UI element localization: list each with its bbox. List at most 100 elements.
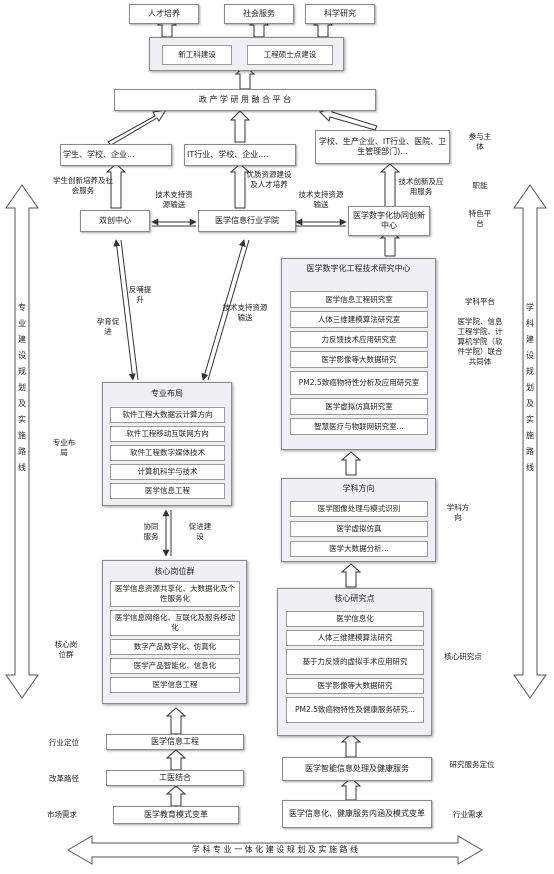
core-research-group: 核心研究点 医学信息化人体三维建模算法研究基于力反馈的虚拟手术应用研究医学影像等… — [277, 588, 432, 736]
major-layout-item-label: 软件工程移动互联网方向 — [126, 429, 209, 438]
discipline-direction-item: 医学虚拟仿真 — [290, 521, 428, 537]
core-research-item: 基于力反馈的虚拟手术应用研究 — [286, 649, 424, 675]
research-center-title: 医学数字化工程技术研究中心 — [306, 264, 411, 273]
label-student-innovation: 学生创新培养及社会服务 — [53, 176, 113, 195]
core-research-item: 人体三维建模算法研究 — [286, 630, 424, 646]
label-tech-support-2: 技术支持资源输送 — [298, 190, 344, 209]
core-post-item: 数字产品数字化、仿真化 — [110, 639, 240, 655]
label-cooperation: 协同服务 — [143, 522, 159, 541]
industry-reform-label: 医学信息化、健康服务内涵及模式变革 — [289, 809, 425, 818]
major-layout-item-label: 软件工程数字媒体技术 — [130, 448, 205, 457]
education-reform-box: 医学教育模式变革 — [113, 806, 239, 824]
discipline-direction-item: 医学图像处理与模式识别 — [290, 501, 428, 517]
label-research-position: 研究服务定位 — [449, 760, 495, 769]
major-layout-item-label: 计算机科学与技术 — [137, 467, 198, 476]
top-arrows — [105, 14, 401, 807]
innovation-center-label: 双创中心 — [99, 216, 131, 225]
health-service-box: 医学智能信息处理及健康服务 — [282, 757, 432, 781]
research-center-item-label: 人体三维建模算法研究室 — [317, 314, 401, 324]
major-layout-item: 软件工程移动互联网方向 — [110, 426, 225, 442]
arrow-dd-down — [340, 563, 362, 588]
label-market-demand: 市场需求 — [47, 810, 77, 819]
core-research-item: 医学信息化 — [286, 611, 424, 627]
core-post-item-label: 医学信息资源共享化、大数据化及个性服务化 — [115, 584, 235, 603]
core-research-item-label: 人体三维建模算法研究 — [317, 633, 393, 642]
social-service-box: 社会服务 — [224, 4, 294, 24]
research-center-item-label: PM2.5致癌物特性分析及应用研究室 — [298, 378, 420, 387]
label-industry-demand: 行业需求 — [453, 810, 483, 819]
research-center-item-label: 力反馈技术应用研究室 — [321, 334, 397, 344]
discipline-direction-item-label: 医学大数据分析... — [329, 544, 389, 553]
digital-center-box: 医学数字化协同创新中心 — [348, 206, 430, 236]
arrow-left-up — [107, 109, 168, 146]
research-center-item: PM2.5致癌物特性分析及应用研究室 — [290, 371, 428, 395]
research-center-item: 医学影像等大数据研究 — [290, 351, 428, 368]
research-center-item-label: 医学虚拟仿真研究室 — [325, 401, 393, 411]
social-label: 社会服务 — [243, 9, 275, 18]
medical-info-eng-label: 医学信息工程 — [151, 737, 199, 746]
research-center-item-label: 医学影像等大数据研究 — [321, 354, 397, 364]
label-joint-community: 医学院、信息工程学院、计算机学院（软件学院）联合共同体 — [457, 317, 503, 366]
label-build: 促进建设 — [188, 522, 212, 541]
label-reform-path: 改革路径 — [49, 774, 79, 783]
participants-mid: IT行业、学校、企业.... — [184, 144, 296, 166]
discipline-direction-item-label: 医学图像处理与模式识别 — [317, 504, 401, 513]
research-center-item: 医学信息工程研究室 — [290, 291, 428, 308]
health-service-label: 医学智能信息处理及健康服务 — [305, 764, 409, 773]
core-post-item: 医学信息工程 — [110, 677, 240, 693]
new-eng-label: 新工科建设 — [178, 50, 216, 59]
industry-college-label: 医学信息行业学院 — [215, 216, 279, 225]
integration-label: 工医结合 — [159, 773, 191, 782]
core-post-item: 医学信息资源共享化、大数据化及个性服务化 — [110, 581, 240, 607]
core-research-item-label: 医学信息化 — [336, 614, 374, 623]
core-research-item-label: PM2.5致癌物特性及健康服务研究... — [294, 705, 416, 714]
research-label: 科学研究 — [324, 9, 356, 18]
research-center-item-label: 医学信息工程研究室 — [325, 294, 393, 304]
major-layout-item-label: 医学信息工程 — [145, 486, 190, 495]
major-layout-item: 计算机科学与技术 — [110, 464, 225, 480]
major-layout-item-label: 软件工程大数据云计算方向 — [122, 410, 213, 419]
master-program-box: 工程硕士点建设 — [247, 45, 333, 65]
label-core-research: 核心研究点 — [444, 652, 482, 661]
research-center-group: 医学数字化工程技术研究中心 医学信息工程研究室人体三维建模算法研究室力反馈技术应… — [281, 258, 436, 450]
participants-left: 学生、学校、企业... — [60, 144, 172, 166]
education-reform-label: 医学教育模式变革 — [144, 810, 208, 819]
platform-box: 政 产 学 研 用 融 合 平 台 — [114, 89, 376, 111]
arrow-mid-to-part — [229, 163, 251, 209]
industry-reform-box: 医学信息化、健康服务内涵及模式变革 — [282, 800, 432, 828]
arrow-right-to-part — [379, 163, 401, 209]
medical-info-eng-box: 医学信息工程 — [106, 734, 244, 750]
major-layout-item: 软件工程数字媒体技术 — [110, 445, 225, 461]
research-center-item: 人体三维建模算法研究室 — [290, 311, 428, 328]
talent-cultivation-box: 人才培养 — [129, 4, 199, 24]
discipline-direction-group: 学科方向 医学图像处理与模式识别医学虚拟仿真医学大数据分析... — [281, 478, 436, 562]
talent-label: 人才培养 — [148, 9, 180, 18]
digital-center-label: 医学数字化协同创新中心 — [353, 211, 425, 230]
participants-mid-label: IT行业、学校、企业.... — [187, 150, 269, 159]
scientific-research-box: 科学研究 — [305, 4, 375, 24]
core-research-item: PM2.5致癌物特性及健康服务研究... — [286, 697, 424, 723]
label-industry-position: 行业定位 — [49, 738, 79, 747]
arrow-mid-up — [229, 110, 251, 143]
core-research-item: 医学影像等大数据研究 — [286, 678, 424, 694]
discipline-direction-item: 医学大数据分析... — [290, 541, 428, 557]
core-post-item-label: 医学信息工程 — [152, 680, 198, 689]
participants-right: 学校、生产企业、IT行业、医院、卫生管理部门)... — [315, 130, 450, 164]
label-quality-resource: 优质资源建设及人才培养 — [246, 170, 292, 189]
core-post-item-label: 数字产品数字化、仿真化 — [133, 642, 217, 651]
arrow-rc-down — [340, 451, 362, 476]
core-post-title: 核心岗位群 — [154, 567, 195, 576]
right-side-label: 学科建设规划及实施路线 — [526, 303, 534, 472]
major-layout-item: 医学信息工程 — [110, 483, 225, 499]
label-feedback: 反哺提升 — [128, 285, 152, 304]
research-center-item: 力反馈技术应用研究室 — [290, 331, 428, 348]
arrow-eng-up — [165, 749, 187, 771]
label-core-post: 核心岗位群 — [54, 640, 78, 659]
label-function: 职能 — [472, 181, 488, 190]
core-post-item-label: 医学产品智能化、信息化 — [133, 661, 217, 670]
industry-college-box: 医学信息行业学院 — [198, 210, 296, 232]
right-side-arrow — [513, 184, 547, 699]
research-center-item-label: 智慧医疗与物联网研究室... — [314, 421, 404, 431]
